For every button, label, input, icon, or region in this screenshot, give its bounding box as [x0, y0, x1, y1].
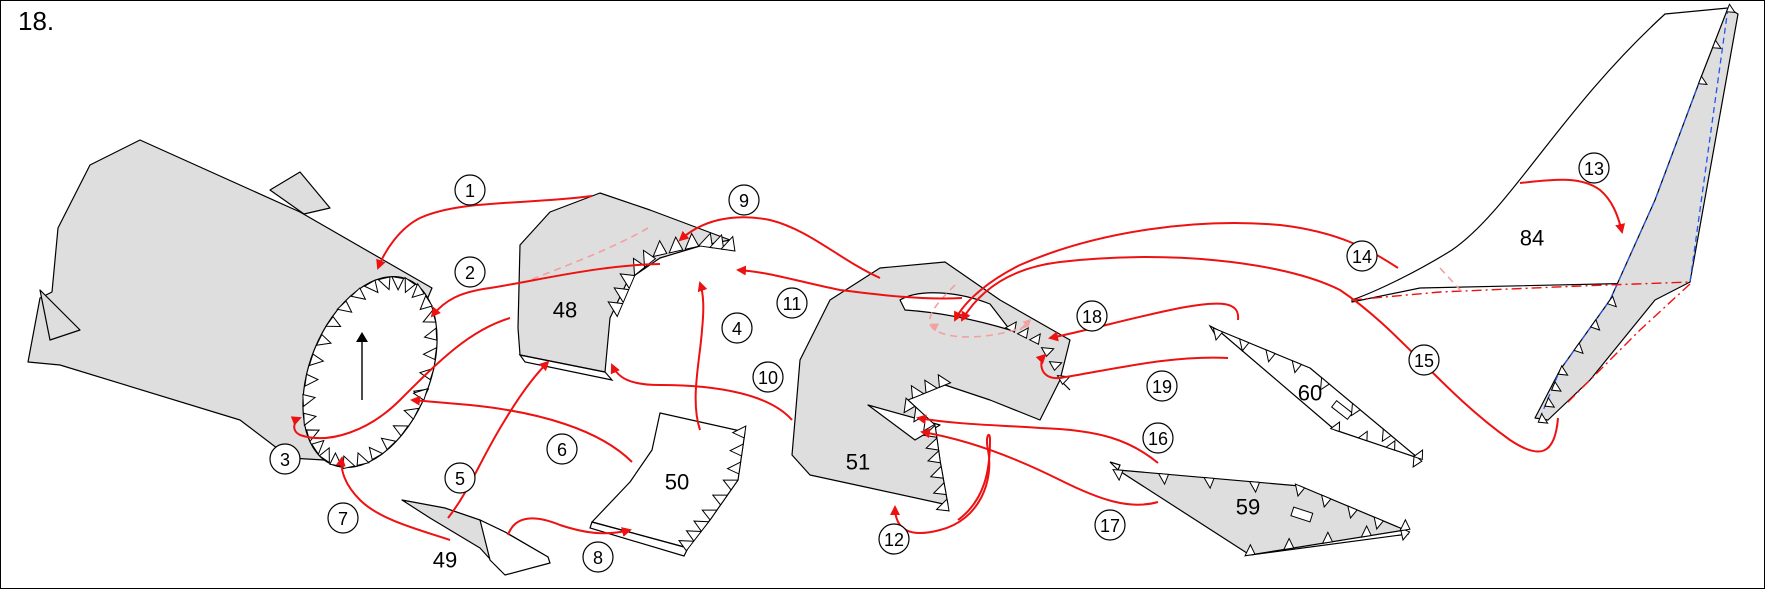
step-2-label: 2: [465, 263, 475, 283]
assembly-arrows: [290, 178, 1626, 541]
step-3-label: 3: [280, 450, 290, 470]
arrow-11: [736, 265, 963, 300]
step-number: 18.: [18, 6, 55, 36]
part-59-hole: [1290, 506, 1314, 523]
fuselage-fin-stub: [269, 171, 331, 215]
part-59-teeth: [1112, 468, 1411, 557]
part-48-teeth: [607, 232, 736, 318]
step-19-marker: 19: [1146, 370, 1178, 402]
step-6-marker: 6: [546, 433, 578, 465]
arrow-10: [610, 363, 793, 421]
arrow-16: [916, 414, 1159, 464]
step-9-marker: 9: [728, 184, 760, 216]
step-3-marker: 3: [269, 443, 301, 475]
arrow-8: [507, 517, 632, 537]
arrow-14: [954, 222, 1399, 322]
guide-48-inner: [529, 227, 649, 281]
part-49: [401, 499, 551, 576]
step-17-label: 17: [1100, 516, 1120, 536]
arrow-9: [678, 216, 881, 279]
step-7-marker: 7: [327, 502, 359, 534]
step-17-marker: 17: [1094, 509, 1126, 541]
fuselage-strake: [39, 289, 81, 341]
arrow-19: [1035, 353, 1229, 380]
arrow-18: [1048, 302, 1240, 342]
part-label-84: 84: [1520, 226, 1544, 251]
step-9-label: 9: [739, 191, 749, 211]
arrow-1: [376, 195, 593, 270]
step-5-label: 5: [455, 469, 465, 489]
step-6-label: 6: [557, 440, 567, 460]
step-11-marker: 11: [776, 287, 808, 319]
part-60-teeth: [1212, 327, 1424, 468]
step-1-marker: 1: [454, 174, 486, 206]
step-16-marker: 16: [1142, 422, 1174, 454]
step-4-marker: 4: [721, 312, 753, 344]
step-12-marker: 12: [878, 523, 910, 555]
step-13-marker: 13: [1578, 152, 1610, 184]
step-2-marker: 2: [454, 256, 486, 288]
arrow-5: [447, 360, 550, 519]
step-15-label: 15: [1414, 351, 1434, 371]
step-15-marker: 15: [1408, 344, 1440, 376]
part-60-hole: [1330, 399, 1354, 421]
arrow-7: [335, 456, 451, 541]
step-13-label: 13: [1584, 159, 1604, 179]
step-4-label: 4: [732, 319, 742, 339]
step-19-label: 19: [1152, 377, 1172, 397]
step-18-label: 18: [1082, 307, 1102, 327]
part-label-60: 60: [1298, 381, 1322, 406]
step-14-marker: 14: [1346, 240, 1378, 272]
step-10-label: 10: [758, 368, 778, 388]
step-14-label: 14: [1352, 247, 1372, 267]
part-48: [517, 192, 731, 381]
part-label-51: 51: [846, 450, 870, 475]
part-84-teeth: [1537, 3, 1736, 424]
arrow-13: [1519, 178, 1626, 234]
fin-fold-line: [1351, 281, 1691, 301]
arrow-3: [290, 317, 511, 440]
part-label-49: 49: [433, 548, 457, 573]
step-8-label: 8: [593, 548, 603, 568]
part-label-50: 50: [665, 470, 689, 495]
step-11-label: 11: [783, 294, 802, 314]
step-16-label: 16: [1148, 429, 1168, 449]
step-10-marker: 10: [752, 361, 784, 393]
part-label-59: 59: [1236, 495, 1260, 520]
part-label-48: 48: [553, 298, 577, 323]
step-8-marker: 8: [582, 541, 614, 573]
step-7-label: 7: [338, 509, 348, 529]
arrow-6: [410, 395, 633, 463]
step-1-label: 1: [465, 181, 475, 201]
part-50-teeth: [678, 425, 747, 552]
arrow-15: [960, 256, 1559, 453]
arrow-17: [920, 428, 1159, 506]
fuselage-body: [27, 139, 438, 469]
arrow-2: [430, 263, 661, 318]
fin-edge-line: [1689, 7, 1729, 283]
arrow-4: [694, 281, 708, 431]
step-18-marker: 18: [1076, 300, 1108, 332]
step-12-label: 12: [884, 530, 904, 550]
step-5-marker: 5: [444, 462, 476, 494]
